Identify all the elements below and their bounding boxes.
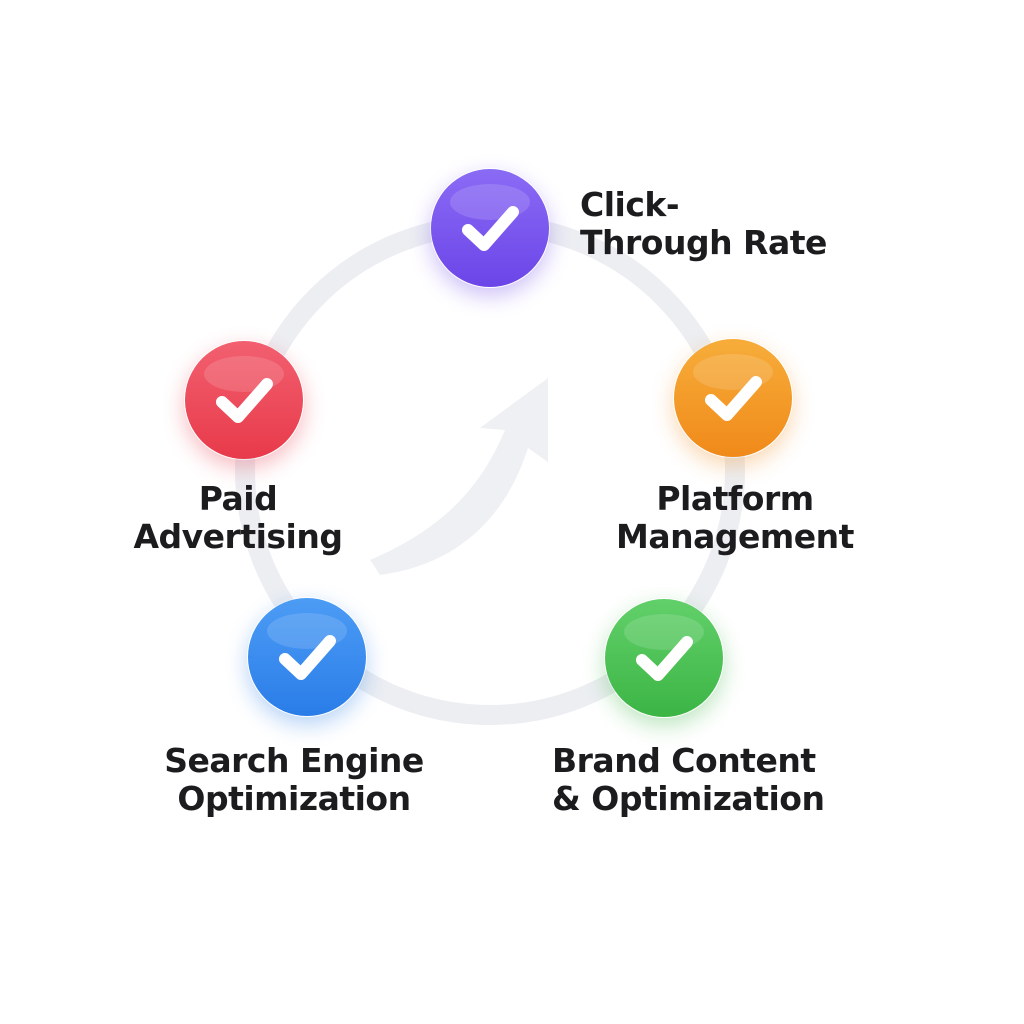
label-search-engine-optimization: Search Engine Optimization <box>164 742 424 818</box>
node-paid-advertising <box>184 340 304 460</box>
label-line: & Optimization <box>552 779 825 818</box>
node-circle <box>248 598 366 716</box>
label-line: Platform <box>656 479 814 518</box>
node-circle <box>431 169 549 287</box>
label-platform-management: Platform Management <box>610 480 860 556</box>
node-search-engine-optimization <box>247 597 367 717</box>
label-paid-advertising: Paid Advertising <box>128 480 348 556</box>
label-line: Search Engine <box>164 741 424 780</box>
label-line: Brand Content <box>552 741 816 780</box>
node-badge <box>431 169 549 287</box>
node-badge <box>605 599 723 717</box>
node-badge <box>248 598 366 716</box>
node-circle <box>674 339 792 457</box>
label-line: Click- <box>580 185 680 224</box>
node-badge <box>674 339 792 457</box>
check-icon <box>462 206 519 251</box>
growth-arrow-icon <box>370 378 548 575</box>
label-line: Through Rate <box>580 223 827 262</box>
node-circle <box>605 599 723 717</box>
check-icon <box>636 636 693 681</box>
node-brand-content-optimization <box>604 598 724 718</box>
check-icon <box>705 376 762 421</box>
label-brand-content-optimization: Brand Content & Optimization <box>552 741 825 818</box>
node-badge <box>185 341 303 459</box>
check-icon <box>279 635 336 680</box>
node-click-through-rate <box>430 168 550 288</box>
label-line: Paid <box>198 479 278 518</box>
node-circle <box>185 341 303 459</box>
check-icon <box>216 378 273 423</box>
label-line: Advertising <box>133 517 343 556</box>
label-line: Management <box>616 517 854 556</box>
label-click-through-rate: Click- Through Rate <box>580 186 827 262</box>
node-platform-management <box>673 338 793 458</box>
label-line: Optimization <box>177 779 411 818</box>
